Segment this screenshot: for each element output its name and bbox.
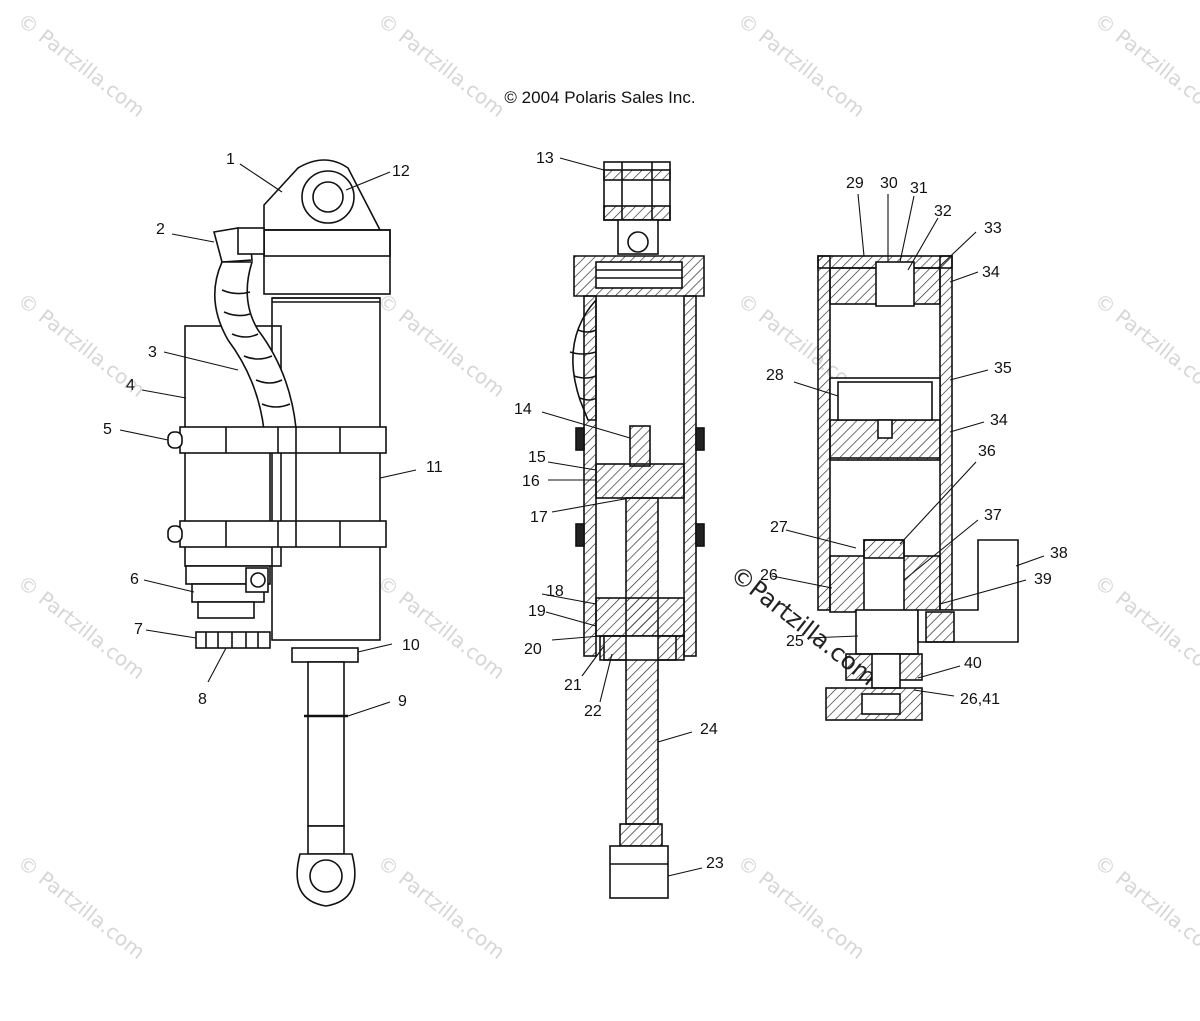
callout-26-41: 26,41 <box>960 691 1000 708</box>
callout-labels: 1 2 3 4 5 6 7 8 9 10 11 12 13 14 15 16 1… <box>103 150 1068 872</box>
callout-30: 30 <box>880 175 898 192</box>
callout-34-lower: 34 <box>990 412 1008 429</box>
callout-25: 25 <box>786 633 804 650</box>
adjuster-knob <box>195 631 271 649</box>
callout-37: 37 <box>984 507 1002 524</box>
callout-27: 27 <box>770 519 788 536</box>
callout-16: 16 <box>522 473 540 490</box>
shock-body <box>271 297 381 641</box>
callout-5: 5 <box>103 421 112 438</box>
callout-31: 31 <box>910 180 928 197</box>
callout-34-upper: 34 <box>982 264 1000 281</box>
callout-17: 17 <box>530 509 548 526</box>
callout-33: 33 <box>984 220 1002 237</box>
callout-19: 19 <box>528 603 546 620</box>
reservoir-cross-section <box>817 255 1019 721</box>
callout-2: 2 <box>156 221 165 238</box>
callout-1: 1 <box>226 151 235 168</box>
callout-28: 28 <box>766 367 784 384</box>
clamp-band-lower <box>179 520 387 548</box>
callout-29: 29 <box>846 175 864 192</box>
shock-exterior-view <box>167 159 391 907</box>
callout-12: 12 <box>392 163 410 180</box>
callout-32: 32 <box>934 203 952 220</box>
top-cap <box>263 229 391 295</box>
callout-18: 18 <box>546 583 564 600</box>
callout-40: 40 <box>964 655 982 672</box>
leader-lines <box>119 157 1045 877</box>
callout-24: 24 <box>700 721 718 738</box>
callout-35: 35 <box>994 360 1012 377</box>
callout-13: 13 <box>536 150 554 167</box>
clamp-band-upper <box>179 426 387 454</box>
callout-20: 20 <box>524 641 542 658</box>
callout-10: 10 <box>402 637 420 654</box>
callout-11: 11 <box>426 459 443 476</box>
callout-6: 6 <box>130 571 139 588</box>
callout-8: 8 <box>198 691 207 708</box>
callout-22: 22 <box>584 703 602 720</box>
callout-9: 9 <box>398 693 407 710</box>
callout-7: 7 <box>134 621 143 638</box>
shock-cross-section <box>569 161 705 899</box>
callout-14: 14 <box>514 401 532 418</box>
callout-23: 23 <box>706 855 724 872</box>
copyright-notice: © 2004 Polaris Sales Inc. <box>504 88 696 107</box>
callout-26: 26 <box>760 567 778 584</box>
callout-39: 39 <box>1034 571 1052 588</box>
shock-shaft <box>307 661 345 827</box>
bottom-eyelet <box>296 853 356 907</box>
callout-21: 21 <box>564 677 582 694</box>
callout-15: 15 <box>528 449 546 466</box>
callout-4: 4 <box>126 377 135 394</box>
callout-36: 36 <box>978 443 996 460</box>
callout-38: 38 <box>1050 545 1068 562</box>
callout-3: 3 <box>148 344 157 361</box>
